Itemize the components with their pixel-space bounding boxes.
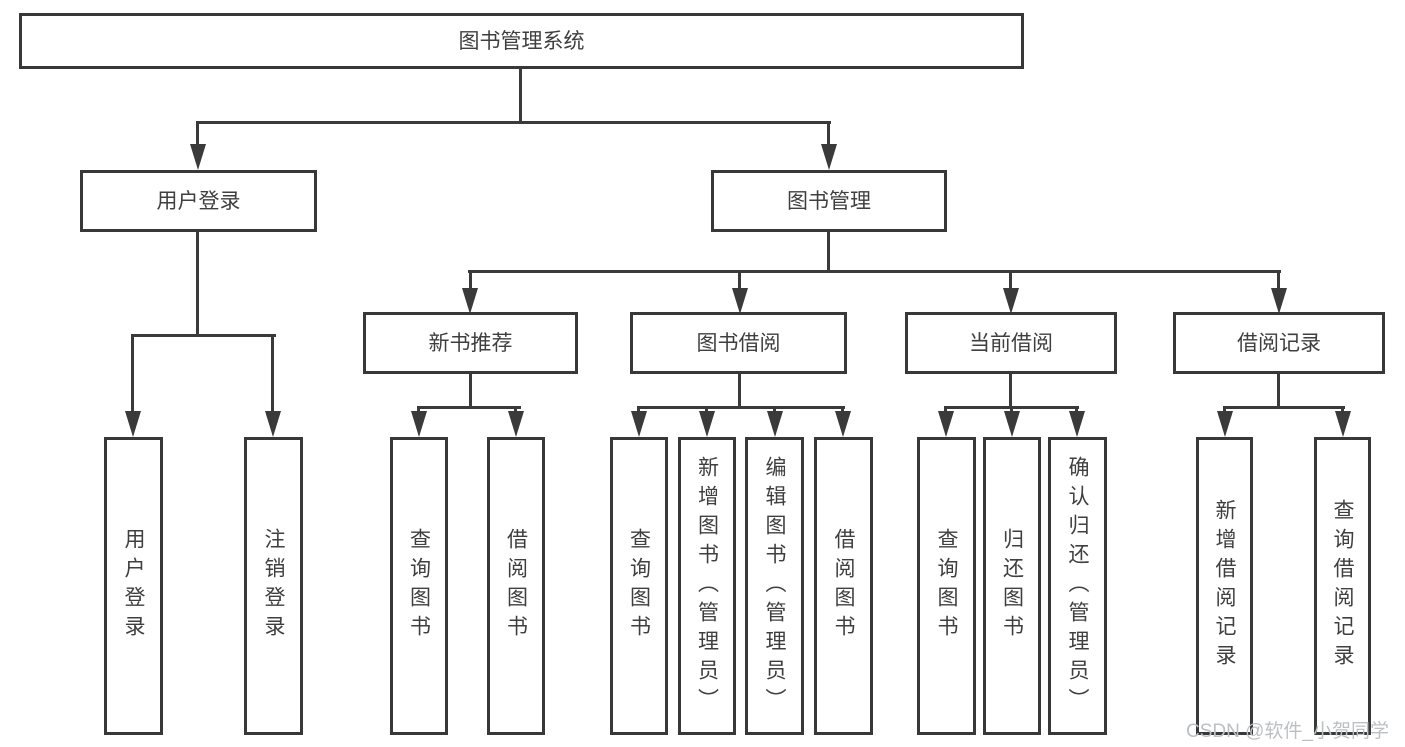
leaf-logout: 注销登录 — [244, 437, 303, 735]
connector-drop-current-borrowing — [1009, 270, 1012, 292]
connector-drop-book-borrowing — [738, 270, 741, 292]
arrow-down-icon — [190, 144, 206, 170]
connector-level3-rail — [468, 270, 1281, 273]
connector-user-login-rail — [131, 334, 276, 337]
connector-drop-leaf-logout — [271, 334, 274, 414]
node-borrowing-records: 借阅记录 — [1173, 312, 1385, 374]
connector-drop-new-book-recommend — [469, 270, 472, 292]
node-book-borrowing-label: 图书借阅 — [696, 331, 781, 355]
leaf-query-borrow-record-label: 查询借阅记录 — [1331, 499, 1354, 673]
node-current-borrowing-label: 当前借阅 — [969, 331, 1053, 355]
node-book-management: 图书管理 — [711, 170, 947, 232]
connector-groupB-rail — [637, 406, 845, 409]
leaf-add-borrow-record: 新增借阅记录 — [1196, 437, 1253, 735]
arrow-down-icon — [835, 411, 851, 437]
leaf-logout-label: 注销登录 — [262, 528, 285, 644]
connector-groupC-stem — [1009, 374, 1012, 408]
arrow-down-icon — [1271, 288, 1287, 314]
connector-level1-rail — [196, 121, 831, 124]
arrow-down-icon — [265, 411, 281, 437]
node-library-management-system: 图书管理系统 — [19, 13, 1024, 69]
node-borrowing-records-label: 借阅记录 — [1237, 331, 1321, 355]
leaf-user-login-label: 用户登录 — [122, 528, 145, 644]
leaf-query-books-current: 查询图书 — [917, 437, 976, 735]
leaf-query-books-current-label: 查询图书 — [935, 528, 958, 644]
arrow-down-icon — [767, 411, 783, 437]
leaf-return-books-label: 归还图书 — [1000, 528, 1024, 644]
leaf-borrow-books-label: 借阅图书 — [832, 528, 855, 644]
arrow-down-icon — [699, 411, 715, 437]
leaf-edit-books-admin-label: 编辑图书（管理员） — [763, 455, 786, 717]
node-current-borrowing: 当前借阅 — [905, 312, 1117, 374]
connector-groupA-stem — [469, 374, 472, 408]
arrow-down-icon — [732, 288, 748, 314]
leaf-query-books-recommend: 查询图书 — [390, 437, 448, 735]
leaf-borrow-books-recommend: 借阅图书 — [487, 437, 545, 735]
connector-drop-borrowing-records — [1277, 270, 1280, 292]
leaf-query-books-borrowing-label: 查询图书 — [627, 528, 651, 644]
leaf-borrow-books-recommend-label: 借阅图书 — [504, 528, 528, 644]
leaf-borrow-books: 借阅图书 — [814, 437, 873, 735]
connector-groupD-stem — [1277, 374, 1280, 408]
arrow-down-icon — [462, 288, 478, 314]
connector-user-login-stem — [196, 232, 199, 336]
arrow-down-icon — [508, 411, 524, 437]
arrow-down-icon — [411, 411, 427, 437]
arrow-down-icon — [1217, 411, 1233, 437]
arrow-down-icon — [1335, 411, 1351, 437]
node-new-book-recommend-label: 新书推荐 — [428, 331, 513, 355]
leaf-user-login: 用户登录 — [104, 437, 163, 735]
connector-drop-user-login — [196, 121, 199, 147]
node-library-management-system-label: 图书管理系统 — [458, 29, 585, 53]
node-book-management-label: 图书管理 — [787, 189, 871, 213]
leaf-return-books: 归还图书 — [983, 437, 1041, 735]
leaf-confirm-return-admin: 确认归还（管理员） — [1048, 437, 1107, 735]
leaf-add-books-admin: 新增图书（管理员） — [678, 437, 736, 735]
leaf-query-books-borrowing: 查询图书 — [610, 437, 668, 735]
connector-root-stem — [519, 69, 522, 124]
arrow-down-icon — [125, 411, 141, 437]
node-user-login: 用户登录 — [80, 170, 317, 232]
leaf-query-borrow-record: 查询借阅记录 — [1314, 437, 1371, 735]
arrow-down-icon — [821, 144, 837, 170]
leaf-query-books-recommend-label: 查询图书 — [407, 528, 431, 644]
node-user-login-label: 用户登录 — [156, 189, 241, 213]
watermark: CSDN @软件_小贺同学 — [1186, 721, 1389, 742]
connector-drop-leaf-login — [131, 334, 134, 414]
leaf-edit-books-admin: 编辑图书（管理员） — [745, 437, 804, 735]
leaf-add-books-admin-label: 新增图书（管理员） — [695, 455, 719, 717]
connector-groupD-rail — [1223, 406, 1345, 409]
connector-book-management-stem — [827, 232, 830, 272]
node-book-borrowing: 图书借阅 — [630, 312, 847, 374]
connector-drop-book-management — [827, 121, 830, 147]
connector-groupA-rail — [417, 406, 521, 409]
leaf-confirm-return-admin-label: 确认归还（管理员） — [1066, 455, 1089, 717]
arrow-down-icon — [1004, 411, 1020, 437]
arrow-down-icon — [631, 411, 647, 437]
arrow-down-icon — [938, 411, 954, 437]
node-new-book-recommend: 新书推荐 — [363, 312, 578, 374]
arrow-down-icon — [1003, 288, 1019, 314]
connector-groupB-stem — [738, 374, 741, 408]
arrow-down-icon — [1069, 411, 1085, 437]
leaf-add-borrow-record-label: 新增借阅记录 — [1213, 499, 1236, 673]
